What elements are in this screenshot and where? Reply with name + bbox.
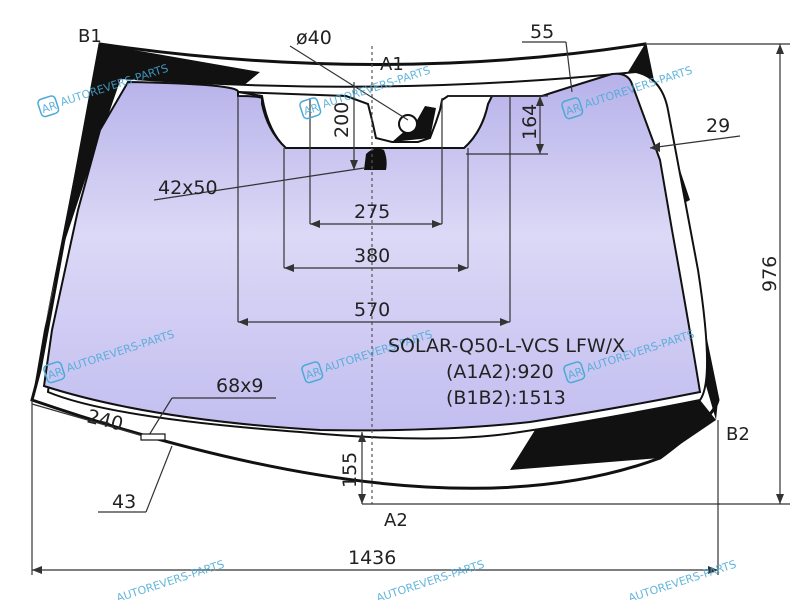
label-a2: A2 <box>384 510 408 531</box>
watermark-7: AUTOREVERS-PARTS <box>115 558 226 600</box>
watermark-logo-icon <box>561 97 584 120</box>
watermark-logo-icon <box>301 361 324 384</box>
dim-275: 275 <box>354 201 390 223</box>
watermark-logo-icon <box>37 95 60 118</box>
dim-sensor: 42x50 <box>158 177 218 199</box>
vin-window-68x9 <box>140 433 166 441</box>
mirror-notch <box>237 91 494 149</box>
label-b1: B1 <box>78 26 102 47</box>
watermark-logo-mark: AR <box>304 365 323 382</box>
label-b2: B2 <box>726 424 750 445</box>
watermark-logo-icon <box>299 97 322 120</box>
watermark-logo-icon <box>43 361 66 384</box>
distance-b1b2: (B1B2):1513 <box>446 387 566 409</box>
dim-vin: 68x9 <box>216 375 264 397</box>
dim-976: 976 <box>759 256 781 292</box>
arrowheads <box>32 44 784 574</box>
dim-570: 570 <box>354 299 390 321</box>
dim-200: 200 <box>331 102 353 138</box>
distance-a1a2: (A1A2):920 <box>446 361 554 383</box>
hole-diameter-40 <box>398 114 418 134</box>
dimension-lines <box>31 41 790 575</box>
dim-29: 29 <box>706 115 730 137</box>
dim-380: 380 <box>354 245 390 267</box>
sensor-42x50 <box>364 148 387 170</box>
dim-hole-diameter: ø40 <box>296 27 332 49</box>
dim-43: 43 <box>112 491 136 513</box>
watermark-text: AUTOREVERS-PARTS <box>115 558 226 600</box>
watermark-logo-mark: AR <box>566 365 585 382</box>
watermark-logo-mark: AR <box>564 101 583 118</box>
dim-164: 164 <box>519 104 541 140</box>
frit-bottom-right <box>510 400 716 470</box>
label-a1: A1 <box>380 54 404 75</box>
dim-1436: 1436 <box>348 547 396 569</box>
watermark-9: AUTOREVERS-PARTS <box>627 558 738 600</box>
dim-55: 55 <box>530 21 554 43</box>
model-code: SOLAR-Q50-L-VCS LFW/X <box>388 335 625 357</box>
dim-155: 155 <box>339 452 361 488</box>
watermark-logo-mark: AR <box>46 365 65 382</box>
watermark-logo-icon <box>563 361 586 384</box>
watermark-logo-mark: AR <box>302 101 321 118</box>
frit-left-band <box>46 44 260 320</box>
watermark-text: AUTOREVERS-PARTS <box>627 558 738 600</box>
watermark-logo-mark: AR <box>40 99 59 116</box>
